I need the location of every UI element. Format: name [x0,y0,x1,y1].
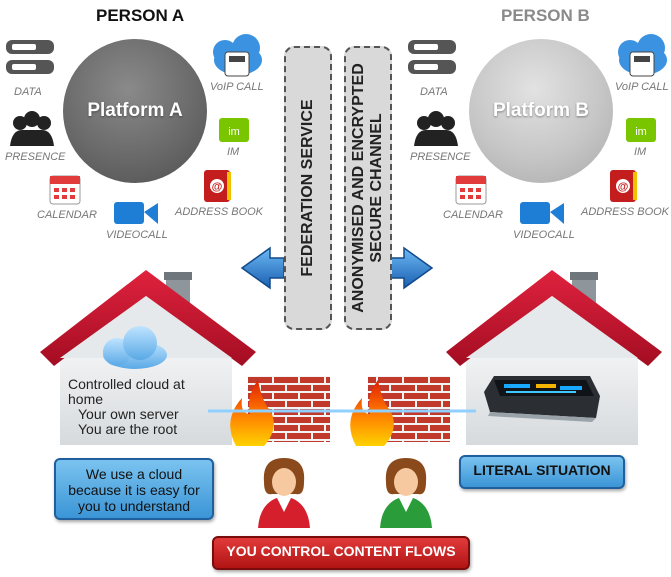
control-flows-box: YOU CONTROL CONTENT FLOWS [212,536,470,570]
federation-service-box: FEDERATION SERVICE [284,46,332,330]
person-b-title: PERSON B [501,6,590,25]
platform-a-label: Platform A [87,100,183,121]
videocall-icon-b [520,202,564,224]
secure-channel-label: ANONYMISED AND ENCRYPTED SECURE CHANNEL [350,48,386,328]
address-book-label: ADDRESS BOOK [175,206,264,218]
videocall-label-b: VIDEOCALL [513,229,575,241]
house-a-line3: Your own server [78,406,179,422]
cloud-icon [103,326,167,369]
cloud-note-line3: you to understand [77,498,191,514]
svg-text:im: im [635,126,647,138]
voip-call-label-b: VoIP CALL [615,81,669,93]
arrow-right-icon [389,246,434,290]
address-book-label-b: ADDRESS BOOK [581,206,670,218]
cloud-note-line1: We use a cloud [85,466,183,482]
person-b-avatar-icon [380,458,432,528]
voip-call-icon [213,34,262,77]
svg-text:@: @ [212,181,223,193]
videocall-icon [114,202,158,224]
flame-icon-b [350,380,394,446]
literal-situation-box: LITERAL SITUATION [459,455,625,489]
im-icon-b: im [626,118,656,142]
flame-icon [230,380,274,446]
literal-situation-label: LITERAL SITUATION [473,462,611,478]
cloud-note-line2: because it is easy for [68,482,200,498]
platform-b-label: Platform B [492,100,590,121]
videocall-label: VIDEOCALL [106,229,168,241]
secure-channel-box: ANONYMISED AND ENCRYPTED SECURE CHANNEL [344,46,392,330]
federation-service-label: FEDERATION SERVICE [299,99,316,277]
house-a [40,270,256,445]
calendar-label-b: CALENDAR [443,209,503,221]
im-icon: im [219,118,249,142]
control-flows-label: YOU CONTROL CONTENT FLOWS [226,543,456,559]
svg-text:@: @ [618,181,629,193]
data-icon-b [408,40,456,74]
voip-call-label: VoIP CALL [210,81,264,93]
house-a-line4: You are the root [78,421,178,437]
address-book-icon: @ [204,170,231,202]
presence-icon [10,111,54,146]
person-a-avatar-icon [258,458,310,528]
secure-channel-line2: SECURE CHANNEL [368,113,385,263]
calendar-icon-b [455,175,487,205]
house-a-line2: home [68,391,104,407]
im-label-b: IM [634,146,647,158]
arrow-left-icon [240,246,285,290]
address-book-icon-b: @ [610,170,637,202]
presence-icon-b [414,111,458,146]
house-a-line1: Controlled cloud at [68,376,185,392]
cloud-note-box: We use a cloud because it is easy for yo… [54,458,214,520]
calendar-label: CALENDAR [37,209,97,221]
secure-channel-line1: ANONYMISED AND ENCRYPTED [350,63,367,313]
platform-a-circle: Platform A [63,39,207,183]
house-a-text: Controlled cloud at home Your own server… [68,377,218,437]
presence-label-b: PRESENCE [410,151,471,163]
presence-label: PRESENCE [5,151,66,163]
calendar-icon [49,175,81,205]
data-label: DATA [14,86,42,98]
voip-call-icon-b [618,34,667,77]
svg-text:im: im [228,126,240,138]
data-label-b: DATA [420,86,448,98]
platform-b-circle: Platform B [469,39,613,183]
person-a-title: PERSON A [96,6,185,25]
im-label: IM [227,146,240,158]
data-icon [6,40,54,74]
server-device-icon [484,376,600,422]
